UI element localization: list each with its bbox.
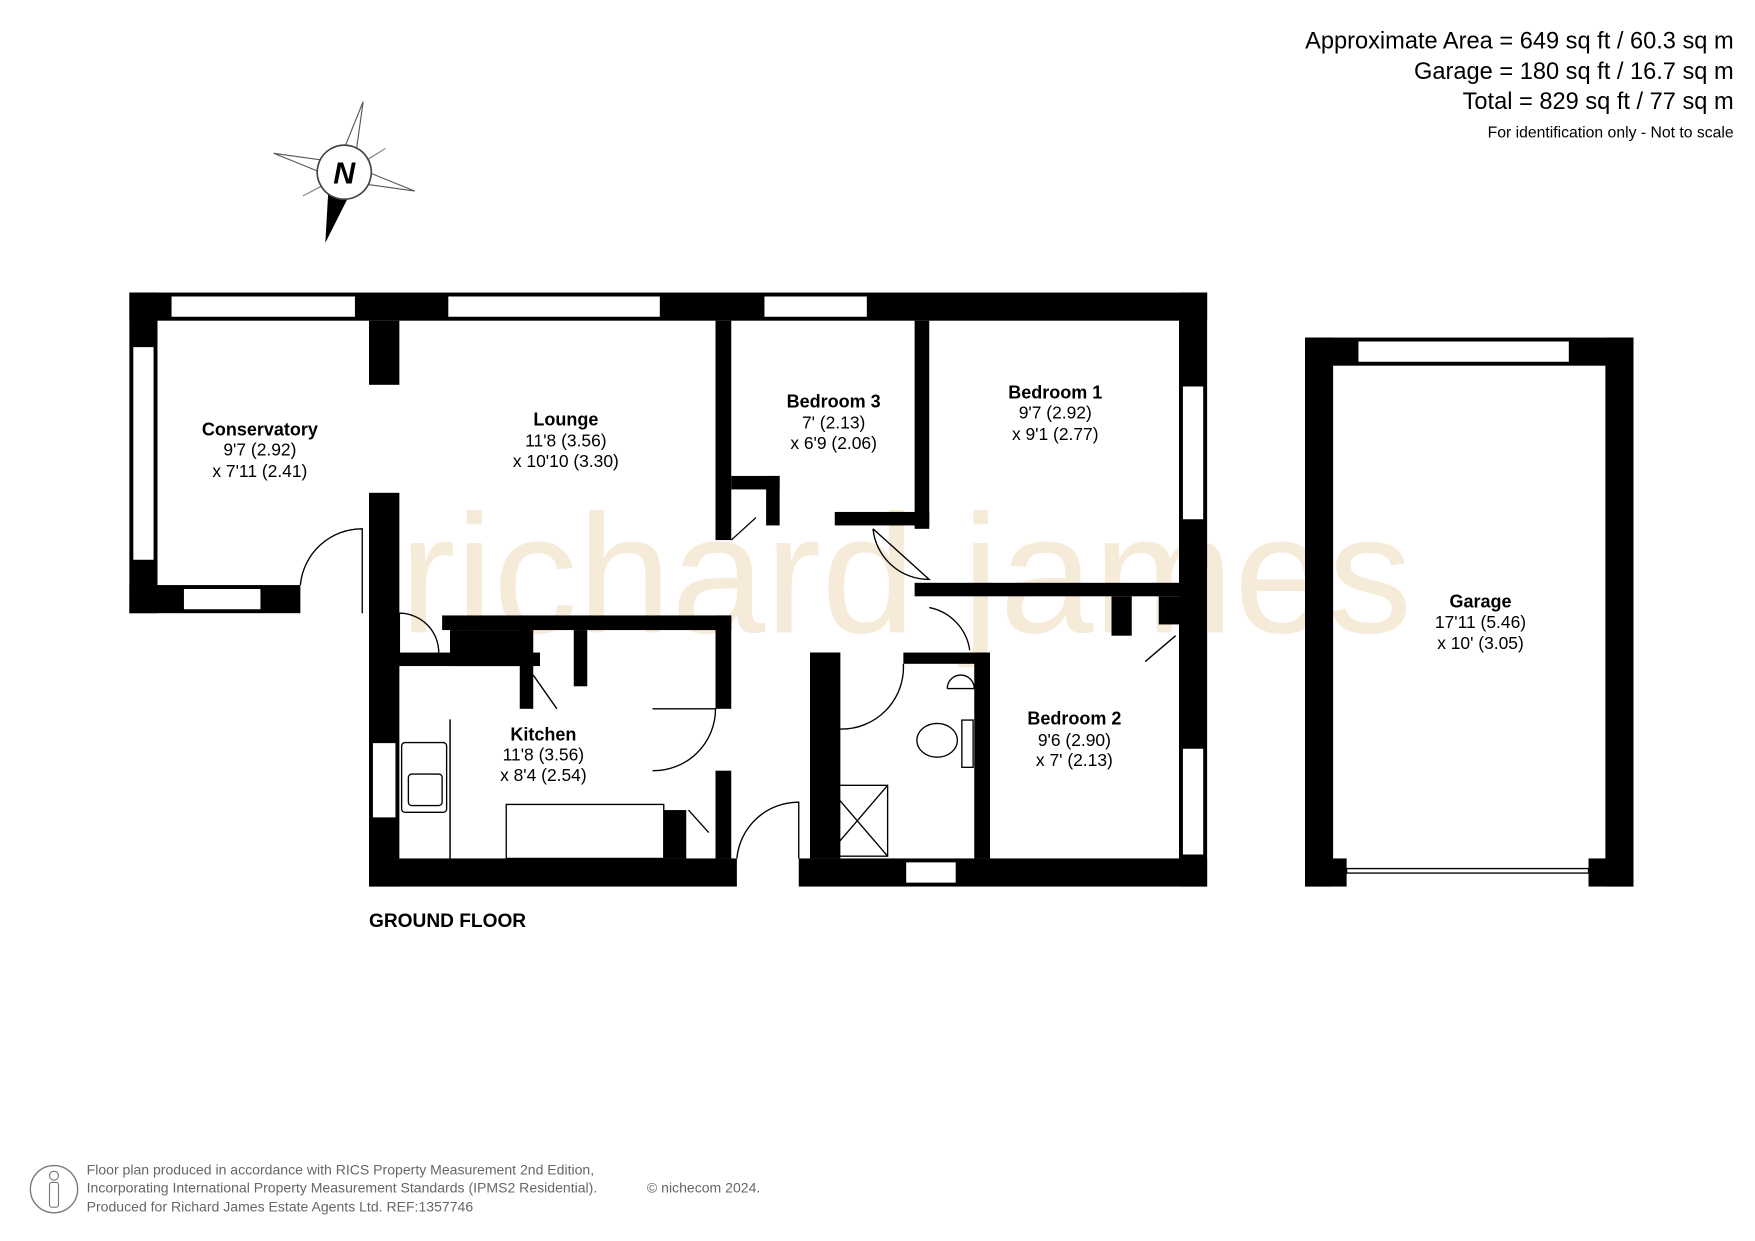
garage-walls (1305, 337, 1634, 887)
room-garage: Garage 17'11 (5.46) x 10' (3.05) (1435, 592, 1526, 654)
room-bedroom-3: Bedroom 3 7' (2.13) x 6'9 (2.06) (787, 391, 881, 453)
watermark: richard james (399, 479, 1412, 668)
compass-icon (273, 101, 416, 243)
room-lounge: Lounge 11'8 (3.56) x 10'10 (3.30) (513, 409, 619, 471)
windows (132, 295, 1205, 884)
svg-text:Floor plan produced in accorda: Floor plan produced in accordance with R… (87, 1162, 595, 1178)
svg-text:Bedroom 2: Bedroom 2 (1027, 709, 1121, 729)
svg-text:9'7 (2.92): 9'7 (2.92) (1019, 403, 1092, 423)
svg-text:Produced for Richard James Est: Produced for Richard James Estate Agents… (87, 1199, 474, 1215)
svg-text:9'7 (2.92): 9'7 (2.92) (223, 440, 296, 460)
total-area: Total = 829 sq ft / 77 sq m (1463, 89, 1734, 115)
svg-text:Bedroom 3: Bedroom 3 (787, 391, 881, 411)
svg-text:© nichecom 2024.: © nichecom 2024. (647, 1180, 760, 1196)
svg-text:Incorporating International Pr: Incorporating International Property Mea… (87, 1180, 598, 1196)
svg-text:x 7' (2.13): x 7' (2.13) (1036, 750, 1113, 770)
approximate-area: Approximate Area = 649 sq ft / 60.3 sq m (1305, 28, 1734, 54)
footer: Floor plan produced in accordance with R… (29, 1162, 760, 1215)
doors (299, 517, 1177, 859)
svg-text:17'11 (5.46): 17'11 (5.46) (1435, 612, 1526, 632)
svg-text:7' (2.13): 7' (2.13) (802, 413, 865, 433)
room-bedroom-1: Bedroom 1 9'7 (2.92) x 9'1 (2.77) (1008, 382, 1102, 444)
svg-text:11'8 (3.56): 11'8 (3.56) (525, 431, 606, 451)
svg-text:x 9'1 (2.77): x 9'1 (2.77) (1012, 424, 1099, 444)
svg-text:Garage: Garage (1449, 592, 1511, 612)
svg-text:x 6'9 (2.06): x 6'9 (2.06) (790, 433, 877, 453)
svg-text:Bedroom 1: Bedroom 1 (1008, 382, 1102, 402)
garage-area: Garage = 180 sq ft / 16.7 sq m (1414, 59, 1734, 85)
room-conservatory: Conservatory 9'7 (2.92) x 7'11 (2.41) (202, 419, 318, 481)
room-bedroom-2: Bedroom 2 9'6 (2.90) x 7' (2.13) (1027, 709, 1121, 771)
scale-note: For identification only - Not to scale (1488, 124, 1734, 141)
svg-text:9'6 (2.90): 9'6 (2.90) (1038, 730, 1111, 750)
svg-text:x 7'11 (2.41): x 7'11 (2.41) (212, 461, 307, 481)
room-kitchen: Kitchen 11'8 (3.56) x 8'4 (2.54) (500, 724, 587, 785)
area-summary: Approximate Area = 649 sq ft / 60.3 sq m… (1305, 28, 1734, 141)
compass-label: N (333, 157, 356, 190)
svg-text:11'8 (3.56): 11'8 (3.56) (503, 745, 584, 765)
fixtures (400, 674, 975, 860)
svg-text:x 8'4 (2.54): x 8'4 (2.54) (500, 765, 587, 785)
person-icon (29, 1164, 79, 1214)
svg-text:Kitchen: Kitchen (510, 724, 576, 744)
floor-label: GROUND FLOOR (369, 911, 526, 932)
svg-text:Lounge: Lounge (533, 409, 598, 429)
svg-text:x 10' (3.05): x 10' (3.05) (1437, 633, 1524, 653)
svg-text:x 10'10 (3.30): x 10'10 (3.30) (513, 451, 619, 471)
svg-text:Conservatory: Conservatory (202, 419, 318, 439)
